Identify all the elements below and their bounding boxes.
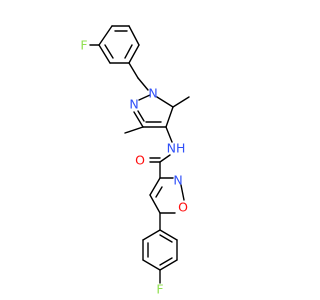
atom-label-n-isoxazole: N xyxy=(173,173,182,188)
atom-label-n-pyrazole-2: N xyxy=(129,97,138,112)
top-fluorophenyl-ring xyxy=(98,25,140,64)
atom-label-f-bottom: F xyxy=(156,282,163,297)
atom-label-n-pyrazole-1: N xyxy=(148,86,157,101)
bond-c4-nh xyxy=(165,126,173,143)
benzyl-linker xyxy=(128,62,149,91)
atom-label-o-carbonyl: O xyxy=(135,153,145,168)
atom-label-f-top: F xyxy=(80,38,87,53)
atom-label-o-isoxazole: O xyxy=(178,200,188,215)
bottom-fluorophenyl-ring xyxy=(142,212,178,271)
isoxazole-ring xyxy=(149,177,185,214)
structure-canvas: F N N NH O N O F xyxy=(80,25,190,297)
methyl-left xyxy=(124,126,144,134)
amide-group xyxy=(149,154,171,179)
molecule-diagram: F N N NH O N O F xyxy=(80,25,190,297)
atom-label-nh: NH xyxy=(167,141,186,156)
pyrazole-ring xyxy=(133,94,174,128)
methyl-right xyxy=(172,96,190,108)
